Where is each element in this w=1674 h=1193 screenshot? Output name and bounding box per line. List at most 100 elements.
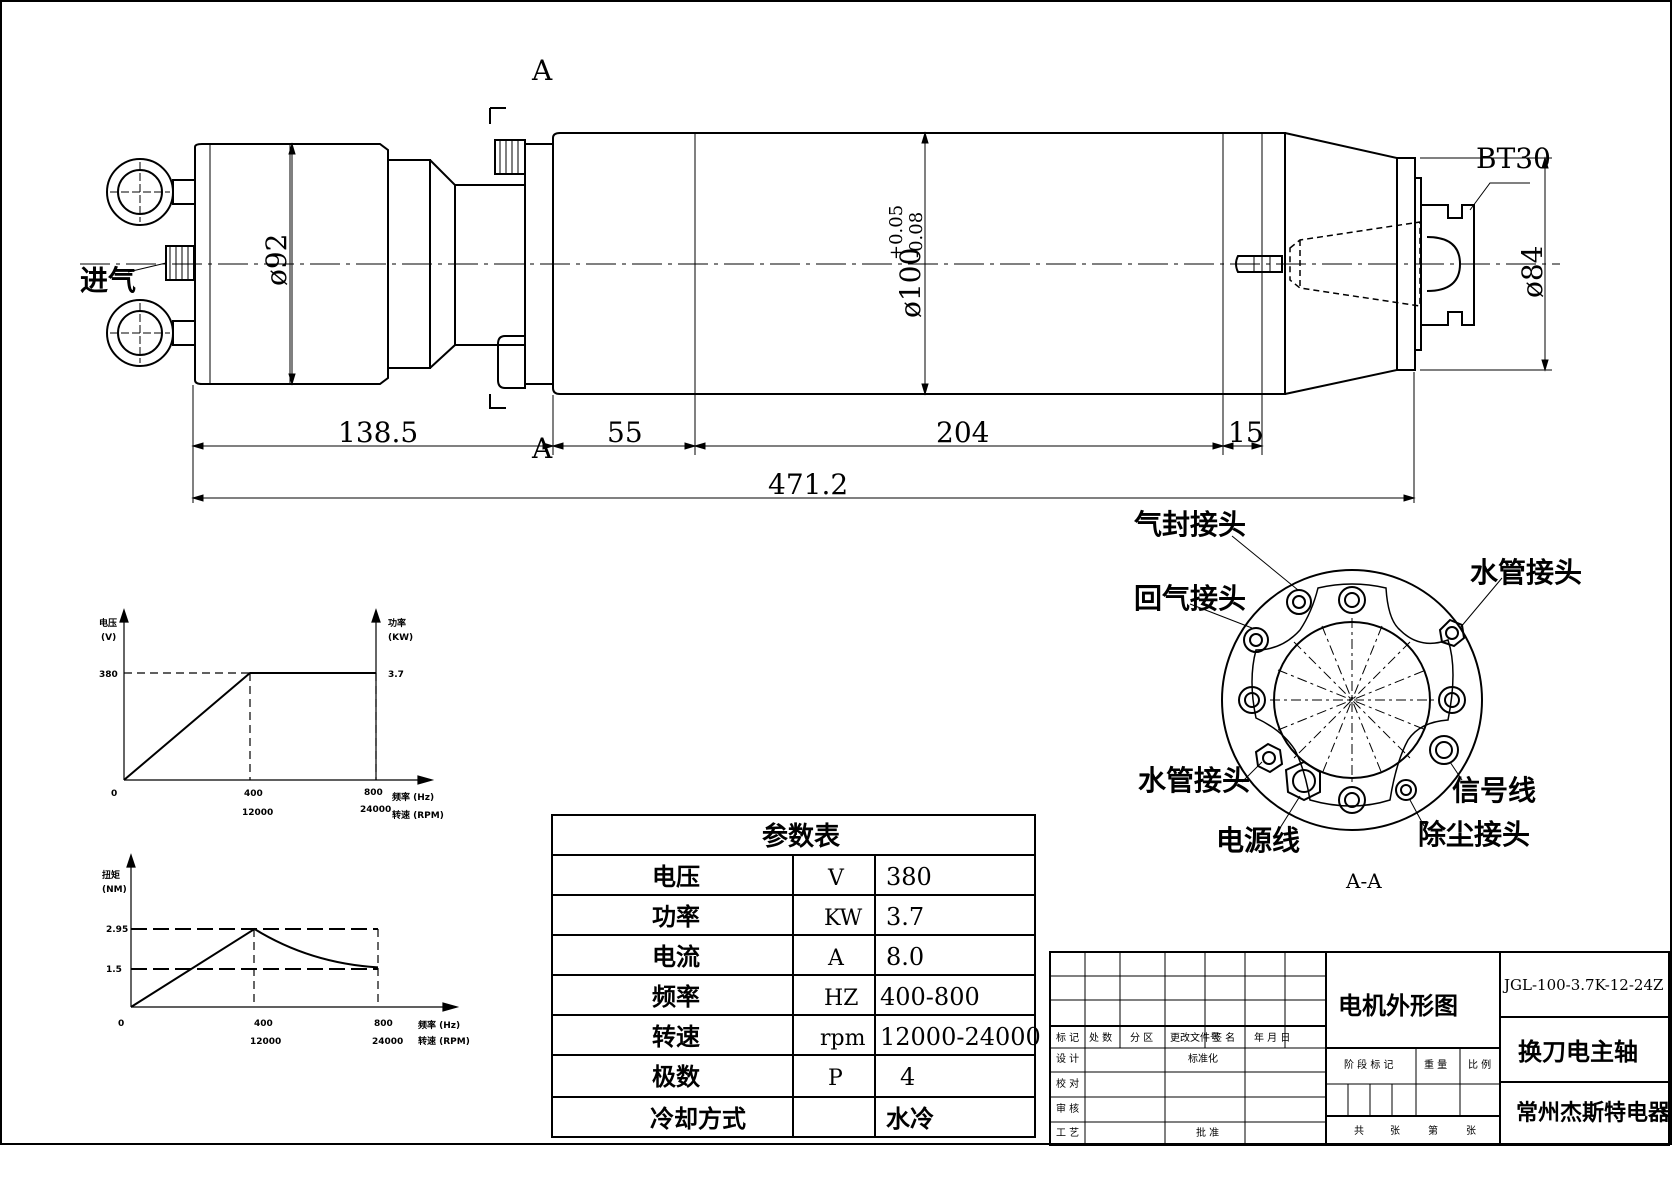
bt30-label: BT30 xyxy=(1476,142,1551,175)
tb-header-cell: 处 数 xyxy=(1089,1031,1112,1044)
callout-air-seal: 气封接头 xyxy=(1133,508,1246,541)
c1-xtick-0: 0 xyxy=(111,789,117,799)
c2-xlabel-rpm: 转速 (RPM) xyxy=(418,1035,470,1047)
dimension-lines xyxy=(127,131,1552,503)
bolt-holes xyxy=(1238,586,1466,814)
c2-ytick-2-95: 2.95 xyxy=(106,925,128,935)
param-unit: V xyxy=(827,866,845,891)
param-name: 功率 xyxy=(652,903,700,931)
tb-header-cell: 分 区 xyxy=(1130,1032,1153,1044)
param-table-title: 参数表 xyxy=(762,821,841,852)
c2-xlabel-freq: 频率 (Hz) xyxy=(418,1019,460,1031)
dia-84: ø84 xyxy=(1516,246,1549,299)
tb-header-cell: 标 记 xyxy=(1056,1032,1079,1044)
tb-sheet-total: 共 xyxy=(1354,1125,1364,1137)
dia-100: ø100 xyxy=(894,248,927,318)
chart2-series-line xyxy=(130,927,379,1008)
tb-sheet-no: 第 xyxy=(1428,1124,1438,1137)
c1-ylabel-right-2: (KW) xyxy=(388,633,413,643)
dim-204: 204 xyxy=(936,416,989,449)
c2-xtick-400: 400 xyxy=(254,1019,273,1029)
c1-ylabel-right-1: 功率 xyxy=(388,617,406,629)
c2-xtick-0: 0 xyxy=(118,1019,124,1029)
tb-header-cell: 年 月 日 xyxy=(1254,1031,1290,1044)
tb-review: 审 核 xyxy=(1056,1102,1079,1115)
callout-air-return: 回气接头 xyxy=(1134,582,1246,615)
param-unit: P xyxy=(828,1066,843,1091)
callout-water-left: 水管接头 xyxy=(1138,764,1250,797)
param-value: 4 xyxy=(900,1063,915,1091)
callout-water-right: 水管接头 xyxy=(1470,556,1582,589)
c1-ylabel-2: (V) xyxy=(101,633,116,643)
tol-lower: -0.08 xyxy=(906,212,927,258)
tb-design: 设 计 xyxy=(1056,1052,1079,1065)
param-value: 8.0 xyxy=(886,943,924,971)
tol-upper: +0.05 xyxy=(886,205,907,260)
param-value: 12000-24000 xyxy=(880,1023,1041,1051)
c1-xtick-12000: 12000 xyxy=(242,808,273,818)
tb-header-cell: 签 名 xyxy=(1212,1031,1235,1044)
c2-ytick-1-5: 1.5 xyxy=(106,965,122,975)
tb-header-cell: 更改文件号 xyxy=(1170,1031,1220,1044)
spindle-side-view xyxy=(80,107,1560,409)
param-name: 冷却方式 xyxy=(650,1105,746,1133)
c2-ylabel-1: 扭矩 xyxy=(102,869,120,881)
tb-standardize: 标准化 xyxy=(1188,1052,1218,1065)
callout-signal: 信号线 xyxy=(1452,774,1536,807)
param-value: 380 xyxy=(886,863,932,891)
callout-power: 电源线 xyxy=(1216,824,1300,857)
param-unit: rpm xyxy=(820,1026,866,1051)
dim-138-5: 138.5 xyxy=(338,416,418,449)
title-block: 标 记处 数 分 区 更改文件号签 名 年 月 日 设 计 校 对 审 核 工 艺 标… xyxy=(1049,951,1671,1146)
dim-55: 55 xyxy=(607,416,643,449)
c1-xtick-800: 800 xyxy=(364,788,383,798)
c1-xtick-400: 400 xyxy=(244,789,263,799)
param-unit: A xyxy=(827,946,845,971)
chart-torque: 扭矩 (NM) 2.95 1.5 0 400 800 12000 24000 频… xyxy=(102,853,470,1047)
tb-process: 工 艺 xyxy=(1056,1127,1079,1139)
section-mark-top: A xyxy=(531,54,553,87)
section-view-label: A-A xyxy=(1345,869,1382,893)
c1-ylabel-1: 电压 xyxy=(99,617,117,629)
air-inlet-label: 进气 xyxy=(80,264,136,297)
tb-check: 校 对 xyxy=(1056,1077,1079,1090)
tb-weight: 重 量 xyxy=(1424,1058,1447,1071)
param-unit: HZ xyxy=(824,986,858,1011)
chart-voltage-power: 电压 (V) 功率 (KW) 380 3.7 0 400 800 12000 2… xyxy=(99,608,444,821)
c1-xtick-24000: 24000 xyxy=(360,805,391,815)
drawing-name: 电机外形图 xyxy=(1338,992,1458,1020)
param-name: 转速 xyxy=(652,1023,700,1051)
c1-xlabel-rpm: 转速 (RPM) xyxy=(392,809,444,821)
param-name: 频率 xyxy=(652,983,700,1011)
c1-ytick-380: 380 xyxy=(99,670,118,680)
param-unit: KW xyxy=(824,906,863,931)
param-value: 400-800 xyxy=(880,983,980,1011)
model-number: JGL-100-3.7K-12-24Z xyxy=(1502,976,1663,994)
param-name: 极数 xyxy=(652,1063,701,1091)
tb-approve: 批 准 xyxy=(1196,1126,1219,1139)
tb-scale: 比 例 xyxy=(1468,1058,1491,1071)
c1-xlabel-freq: 频率 (Hz) xyxy=(392,791,434,803)
tb-sheet-unit: 张 xyxy=(1390,1125,1400,1137)
param-name: 电流 xyxy=(652,943,700,971)
c2-xtick-24000: 24000 xyxy=(372,1037,403,1047)
c1-ytick-3-7: 3.7 xyxy=(388,670,404,680)
chart1-series-line xyxy=(123,672,376,781)
dia-92: ø92 xyxy=(260,234,293,287)
param-value: 水冷 xyxy=(886,1105,934,1133)
dim-total: 471.2 xyxy=(768,468,848,501)
section-a-a-view xyxy=(1189,535,1503,831)
company-name: 常州杰斯特电器 xyxy=(1516,1100,1671,1126)
c2-xtick-12000: 12000 xyxy=(250,1037,281,1047)
param-name: 电压 xyxy=(652,863,700,891)
section-mark-bottom: A xyxy=(531,432,553,465)
tb-stage-mark: 阶 段 标 记 xyxy=(1344,1058,1394,1071)
param-value: 3.7 xyxy=(886,903,924,931)
c2-xtick-800: 800 xyxy=(374,1019,393,1029)
callout-dust: 除尘接头 xyxy=(1418,818,1530,851)
dim-15: 15 xyxy=(1228,416,1264,449)
tb-sheet-unit2: 张 xyxy=(1466,1125,1476,1137)
parameter-table: 参数表 电压 V 380 功率 KW 3.7 电流 A 8.0 频率 HZ 400-800 转速 rpm 1… xyxy=(551,814,1041,1138)
drawing-border xyxy=(0,0,1672,1145)
